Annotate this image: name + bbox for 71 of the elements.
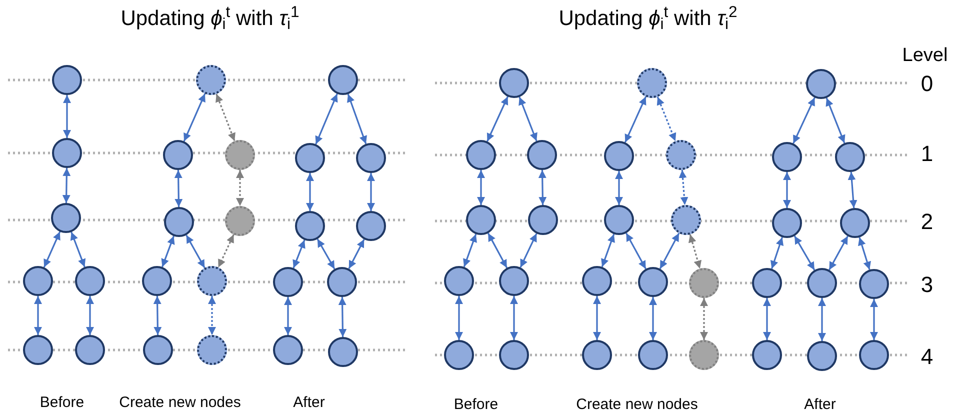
double-arrow [455, 296, 463, 340]
double-arrow [183, 93, 206, 142]
double-arrow [463, 234, 477, 268]
panel-caption: Create new nodes [119, 394, 241, 413]
double-arrow [284, 297, 292, 335]
double-arrow [826, 98, 846, 144]
double-arrow [770, 236, 784, 270]
double-arrow [338, 296, 347, 338]
double-arrow [818, 298, 826, 341]
double-arrow [186, 234, 206, 268]
double-arrow [43, 231, 61, 268]
placeholder-node [689, 268, 719, 298]
double-arrow [518, 96, 538, 142]
double-arrow [34, 296, 42, 335]
panel-caption: Before [454, 396, 498, 415]
double-arrow [316, 238, 336, 270]
placeholder-node [225, 140, 255, 170]
double-arrow [870, 299, 878, 340]
double-arrow [487, 232, 508, 268]
double-arrow [218, 234, 234, 268]
double-arrow [659, 232, 680, 270]
double-arrow [486, 96, 508, 142]
double-arrow [477, 170, 485, 205]
double-arrow [858, 237, 871, 270]
level-number: 1 [920, 140, 934, 168]
panel-caption: After [293, 394, 325, 413]
double-arrow [520, 233, 538, 268]
double-arrow [62, 168, 71, 204]
double-arrow [86, 296, 94, 335]
placeholder-node [689, 340, 719, 370]
double-arrow [626, 232, 646, 270]
double-arrow [208, 296, 216, 335]
panel-caption: After [804, 396, 836, 415]
double-arrow [593, 296, 601, 340]
double-arrow [367, 173, 375, 211]
double-arrow [794, 236, 816, 270]
double-arrow [828, 236, 848, 270]
double-arrow [292, 240, 306, 268]
double-arrow [656, 96, 676, 142]
double-arrow [347, 94, 367, 144]
double-arrow [763, 298, 771, 340]
double-arrow [161, 236, 175, 268]
double-arrow [63, 95, 71, 138]
double-arrow [792, 97, 816, 144]
double-arrow [848, 172, 858, 208]
double-arrow [649, 297, 657, 340]
level-number: 3 [920, 271, 934, 298]
placeholder-node [225, 206, 255, 236]
double-arrow [348, 238, 365, 270]
double-arrow [174, 170, 183, 208]
double-arrow [216, 94, 236, 142]
level-number: 0 [920, 70, 934, 98]
double-arrow [510, 296, 518, 340]
double-arrow [306, 173, 314, 211]
level-heading: Level [902, 44, 948, 68]
double-arrow [538, 170, 547, 206]
double-arrow [688, 234, 702, 269]
double-arrow [783, 172, 791, 208]
panel-caption: Before [40, 394, 84, 413]
level-number: 4 [920, 343, 934, 370]
double-arrow [615, 171, 623, 205]
double-arrow [678, 170, 688, 206]
panel-caption: Create new nodes [576, 396, 698, 415]
double-arrow [70, 232, 86, 268]
double-arrow [153, 296, 162, 336]
double-arrow [700, 298, 708, 340]
level-number: 2 [920, 208, 934, 236]
double-arrow [601, 234, 615, 268]
double-arrow [624, 96, 647, 143]
double-arrow [236, 170, 244, 206]
double-arrow [315, 94, 338, 144]
